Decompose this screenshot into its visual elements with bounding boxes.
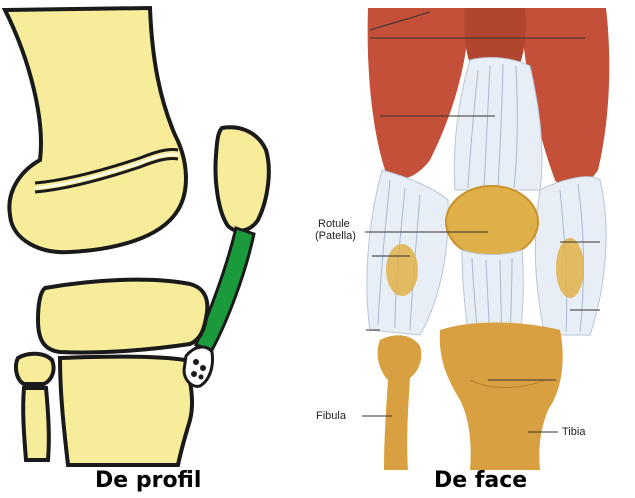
lateral-condyle bbox=[386, 244, 418, 296]
patella-front bbox=[446, 186, 538, 258]
tibia-bone bbox=[440, 323, 563, 471]
label-patella: (Patella) bbox=[315, 231, 356, 242]
knee-front-illustration bbox=[300, 0, 635, 498]
knee-profile-diagram bbox=[0, 0, 300, 498]
profile-view: De profil bbox=[0, 0, 300, 498]
tibial-tuberosity bbox=[184, 347, 213, 386]
medial-condyle bbox=[556, 238, 584, 298]
fibula-shaft bbox=[23, 388, 49, 460]
label-fibula: Fibula bbox=[316, 411, 346, 422]
patellar-ligament bbox=[196, 228, 254, 350]
fibula-head bbox=[16, 354, 54, 384]
patella-profile bbox=[216, 127, 269, 230]
tibia-epiphysis bbox=[38, 280, 207, 353]
fibula-bone bbox=[378, 335, 422, 470]
tibia-shaft bbox=[60, 357, 192, 465]
femur bbox=[5, 8, 186, 252]
label-tibia: Tibia bbox=[562, 427, 585, 438]
caption-profile: De profil bbox=[95, 468, 201, 493]
quadriceps-tendon bbox=[454, 58, 542, 190]
front-view: Rotule (Patella) Fibula Tibia De face bbox=[300, 0, 635, 498]
caption-front: De face bbox=[434, 468, 527, 493]
label-rotule: Rotule bbox=[318, 219, 350, 230]
